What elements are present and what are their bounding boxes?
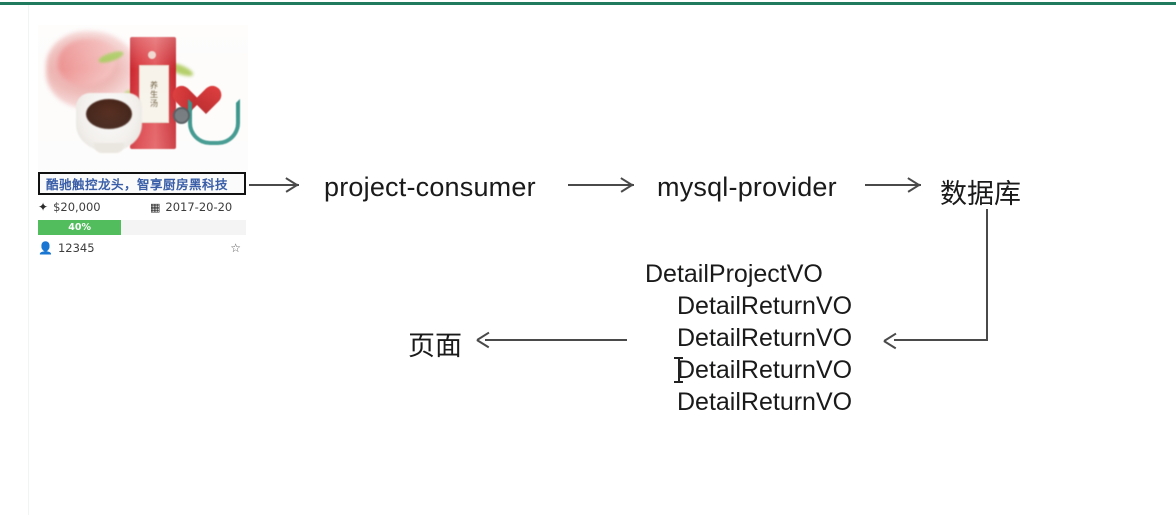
vo-line: DetailReturnVO <box>677 388 853 416</box>
arrowhead-right-icon <box>297 178 310 191</box>
photo-shape-liquid <box>86 99 132 129</box>
card-date: 2017-20-20 <box>165 200 233 214</box>
card-progress-label: 40% <box>68 222 91 233</box>
product-card[interactable]: 养生汤 酷驰触控龙头，智享厨房黑科技 ✦ $20,000 ▦ 2017-20-2… <box>38 25 248 257</box>
card-progress-fill: 40% <box>38 220 122 235</box>
star-icon[interactable]: ☆ <box>230 241 241 255</box>
arrow-database-to-vo-elbow <box>888 209 988 341</box>
arrow-line <box>865 184 921 186</box>
card-title-highlight-box[interactable]: 酷驰触控龙头，智享厨房黑科技 <box>38 172 246 195</box>
vo-structure-block: DetailProjectVO DetailReturnVO DetailRet… <box>645 258 852 418</box>
vo-line: DetailReturnVO <box>677 356 853 384</box>
photo-shape-bowl-foot <box>94 143 124 153</box>
text-cursor-icon <box>674 356 683 384</box>
card-footer-row: 👤 12345 ☆ <box>38 239 246 257</box>
card-date-group: ▦ 2017-20-20 <box>150 200 232 214</box>
caret-bottom-bar <box>674 381 683 383</box>
top-accent-rule <box>0 2 1176 5</box>
card-meta-row: ✦ $20,000 ▦ 2017-20-20 <box>38 198 246 216</box>
arrow-line <box>568 184 634 186</box>
card-backers-group: 👤 12345 <box>38 241 95 255</box>
arrow-line <box>485 339 627 341</box>
card-price: $20,000 <box>53 200 101 214</box>
arrowhead-right-icon <box>632 178 645 191</box>
vo-line: DetailReturnVO <box>677 292 853 320</box>
arrow-line <box>249 184 299 186</box>
photo-package-label: 养生汤 <box>139 65 169 123</box>
vo-line: DetailProjectVO <box>645 260 823 288</box>
arrowhead-right-icon <box>919 178 932 191</box>
card-backers-count: 12345 <box>57 241 95 255</box>
elbow-vertical-segment <box>986 209 988 340</box>
flow-node-page: 页面 <box>408 331 462 362</box>
photo-overlay <box>38 25 248 172</box>
arrowhead-left-icon <box>477 333 490 346</box>
card-price-group: ✦ $20,000 <box>38 200 150 214</box>
photo-shape-stethoscope <box>188 99 240 145</box>
flow-node-project-consumer: project-consumer <box>324 172 536 202</box>
photo-shape-stethoscope-head <box>173 107 190 124</box>
arrowhead-left-icon <box>884 334 897 347</box>
elbow-horizontal-segment <box>894 339 988 341</box>
user-icon: 👤 <box>38 241 53 255</box>
calendar-icon: ▦ <box>150 200 161 214</box>
caret-top-bar <box>674 357 683 359</box>
caret-stem <box>678 358 680 382</box>
flow-node-database: 数据库 <box>940 179 1021 210</box>
card-title: 酷驰触控龙头，智享厨房黑科技 <box>46 177 229 192</box>
card-progress-bar: 40% <box>38 220 246 235</box>
flow-node-mysql-provider: mysql-provider <box>657 172 837 202</box>
vo-line: DetailReturnVO <box>677 324 853 352</box>
product-photo: 养生汤 <box>38 25 248 172</box>
money-icon: ✦ <box>38 200 49 214</box>
photo-package-emblem <box>148 51 156 59</box>
photo-shape-package: 养生汤 <box>130 37 176 149</box>
